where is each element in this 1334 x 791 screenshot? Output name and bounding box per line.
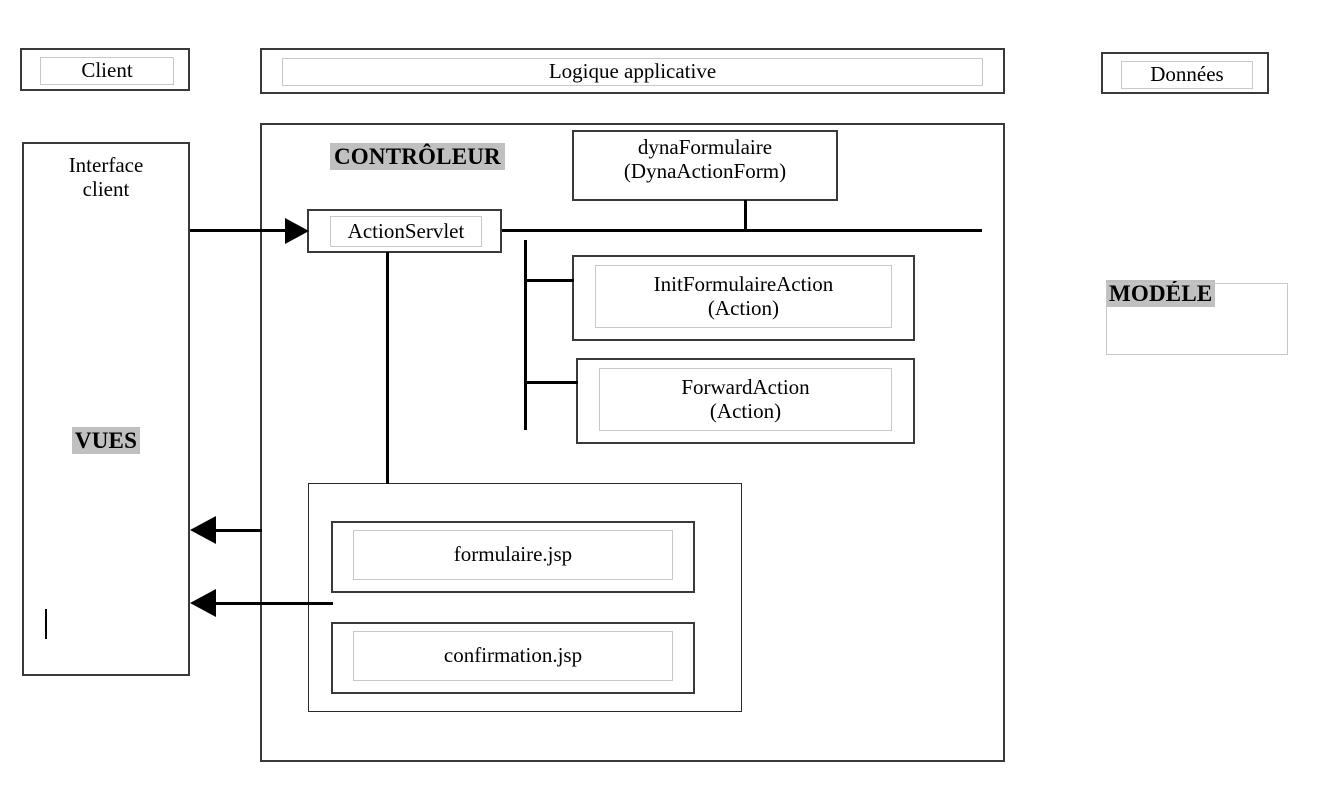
node-dynaformulaire-label: dynaFormulaire (DynaActionForm) [623,135,787,183]
connector-views-to-client-upper [206,529,262,532]
client-interface-box: Interface client VUES [22,142,190,676]
logic-header-label-inner: Logique applicative [282,58,983,86]
logic-header-box: Logique applicative [260,48,1005,94]
arrowhead-client-to-servlet [285,218,309,244]
model-layer-label-wrap: MODÉLE [1106,280,1216,307]
arrowhead-views-to-client-upper [190,516,216,544]
node-actionservlet: ActionServlet [307,209,502,253]
model-box [1106,283,1288,355]
node-initformulaireaction-label-inner: InitFormulaireAction (Action) [595,265,892,328]
node-actionservlet-label-inner: ActionServlet [330,216,482,247]
node-dynaformulaire: dynaFormulaire (DynaActionForm) [572,130,838,201]
controller-layer-label-wrap: CONTRÔLEUR [330,143,505,170]
connector-branch-forwardaction [524,381,578,384]
controller-layer-label: CONTRÔLEUR [330,143,505,170]
node-confirmation-jsp: confirmation.jsp [331,622,695,694]
node-initformulaireaction: InitFormulaireAction (Action) [572,255,915,341]
connector-branch-initformulaireaction [524,279,574,282]
node-confirmation-jsp-label-inner: confirmation.jsp [353,631,673,681]
data-header-box: Données [1101,52,1269,94]
arrowhead-views-to-client-lower [190,589,216,617]
model-layer-label: MODÉLE [1106,280,1216,307]
connector-servlet-to-views [386,252,389,484]
connector-dynaformulaire-stub [744,200,747,231]
node-forwardaction-label-inner: ForwardAction (Action) [599,368,892,431]
client-header-box: Client [20,48,190,91]
client-header-label-inner: Client [40,57,174,85]
data-header-label-inner: Données [1121,61,1253,89]
connector-servlet-bus [502,229,982,232]
node-formulaire-jsp: formulaire.jsp [331,521,695,593]
views-group-box [308,483,742,712]
node-forwardaction: ForwardAction (Action) [576,358,915,444]
connector-client-to-servlet [190,229,288,232]
connector-views-to-client-lower [206,602,333,605]
client-interface-label: Interface client [68,153,144,201]
text-caret [45,609,47,639]
vues-layer-label: VUES [71,427,141,454]
connector-action-trunk [524,240,527,430]
node-formulaire-jsp-label-inner: formulaire.jsp [353,530,673,580]
vues-layer-label-wrap: VUES [24,427,188,454]
